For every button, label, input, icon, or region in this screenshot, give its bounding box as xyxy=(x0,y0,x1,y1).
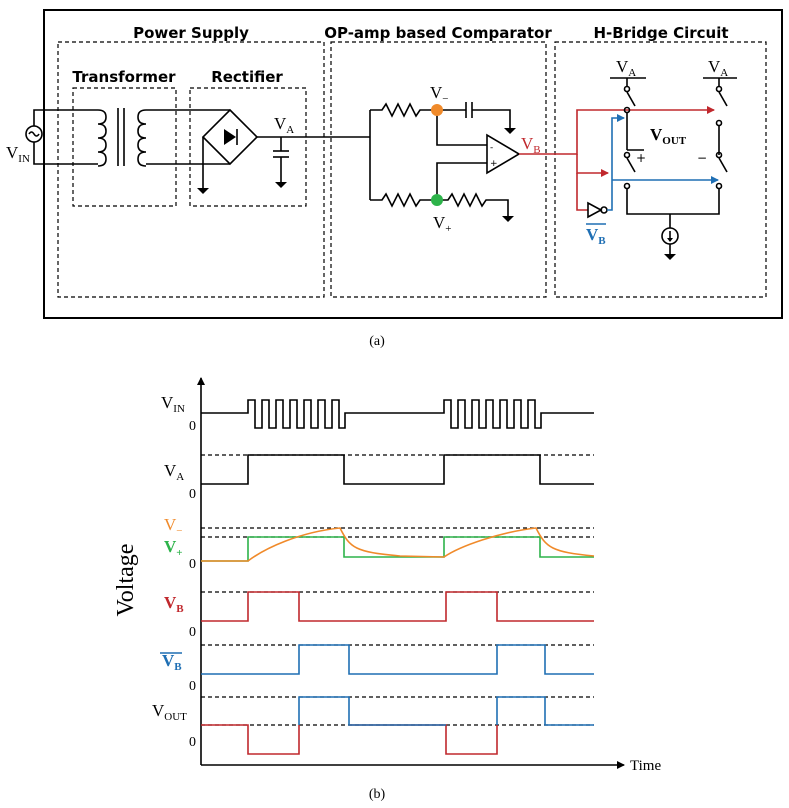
vb-label: VB xyxy=(521,134,541,156)
zero-vb: 0 xyxy=(189,625,196,640)
hbridge-box xyxy=(554,41,767,298)
rectifier-title: Rectifier xyxy=(211,68,283,86)
vbbar-wave-label: VB xyxy=(162,651,182,673)
hb-va-right-label: VA xyxy=(708,57,728,79)
vbbar-waveform xyxy=(201,644,594,675)
hbridge-title: H-Bridge Circuit xyxy=(593,24,728,42)
vin-waveform xyxy=(201,399,594,429)
comparator-box xyxy=(330,41,547,298)
zero-vminus: 0 xyxy=(189,557,196,572)
vin-wave-label: VIN xyxy=(161,393,185,415)
vminus-waveform xyxy=(201,527,595,562)
va-label: VA xyxy=(274,114,294,136)
power-supply-title: Power Supply xyxy=(133,24,249,42)
vbbar-label: VB xyxy=(586,225,606,247)
va-waveform xyxy=(201,454,594,485)
comparator-title: OP-amp based Comparator xyxy=(324,24,552,42)
hbridge-network xyxy=(555,77,737,260)
vout-wave-label: VOUT xyxy=(152,701,187,723)
transformer-symbol xyxy=(97,108,230,167)
vb-wave-label: VB xyxy=(164,593,184,615)
comparator-network xyxy=(369,102,555,222)
vout-positive-pulses xyxy=(298,696,594,726)
timing-panel: Time Voltage VIN VA V− V+ VB VB VOUT 0 0… xyxy=(113,377,661,802)
caption-a: (a) xyxy=(369,334,385,349)
vout-negative-pulses xyxy=(201,724,498,755)
vout-label: VOUT xyxy=(650,125,687,147)
caption-b: (b) xyxy=(369,787,386,802)
transformer-box xyxy=(72,87,177,207)
vplus-wave-label: V+ xyxy=(164,537,183,559)
ac-source xyxy=(25,109,98,165)
opamp-plus-sign: + xyxy=(490,159,498,169)
power-supply-box xyxy=(57,41,325,298)
x-axis-label: Time xyxy=(630,758,661,774)
zero-vout: 0 xyxy=(189,735,196,750)
zero-va: 0 xyxy=(189,487,196,502)
rectifier-box xyxy=(189,87,307,207)
vout-plus-sign: + xyxy=(636,151,646,165)
transformer-title: Transformer xyxy=(72,68,176,86)
zero-vbbar: 0 xyxy=(189,679,196,694)
hb-va-left-label: VA xyxy=(616,57,636,79)
opamp-minus-sign: - xyxy=(490,143,493,153)
y-axis-label: Voltage xyxy=(113,544,139,617)
vplus-label: V+ xyxy=(433,213,452,235)
vplus-waveform xyxy=(201,536,594,562)
va-wave-label: VA xyxy=(164,461,184,483)
vout-minus-sign: − xyxy=(697,151,707,165)
vminus-label: V− xyxy=(430,83,449,105)
zero-vin: 0 xyxy=(189,419,196,434)
vb-waveform xyxy=(201,591,594,622)
vin-label: VIN xyxy=(6,143,30,165)
bridge-rectifier xyxy=(197,108,370,194)
circuit-panel: Power Supply OP-amp based Comparator H-B… xyxy=(6,9,783,349)
vminus-wave-label: V− xyxy=(164,515,183,537)
